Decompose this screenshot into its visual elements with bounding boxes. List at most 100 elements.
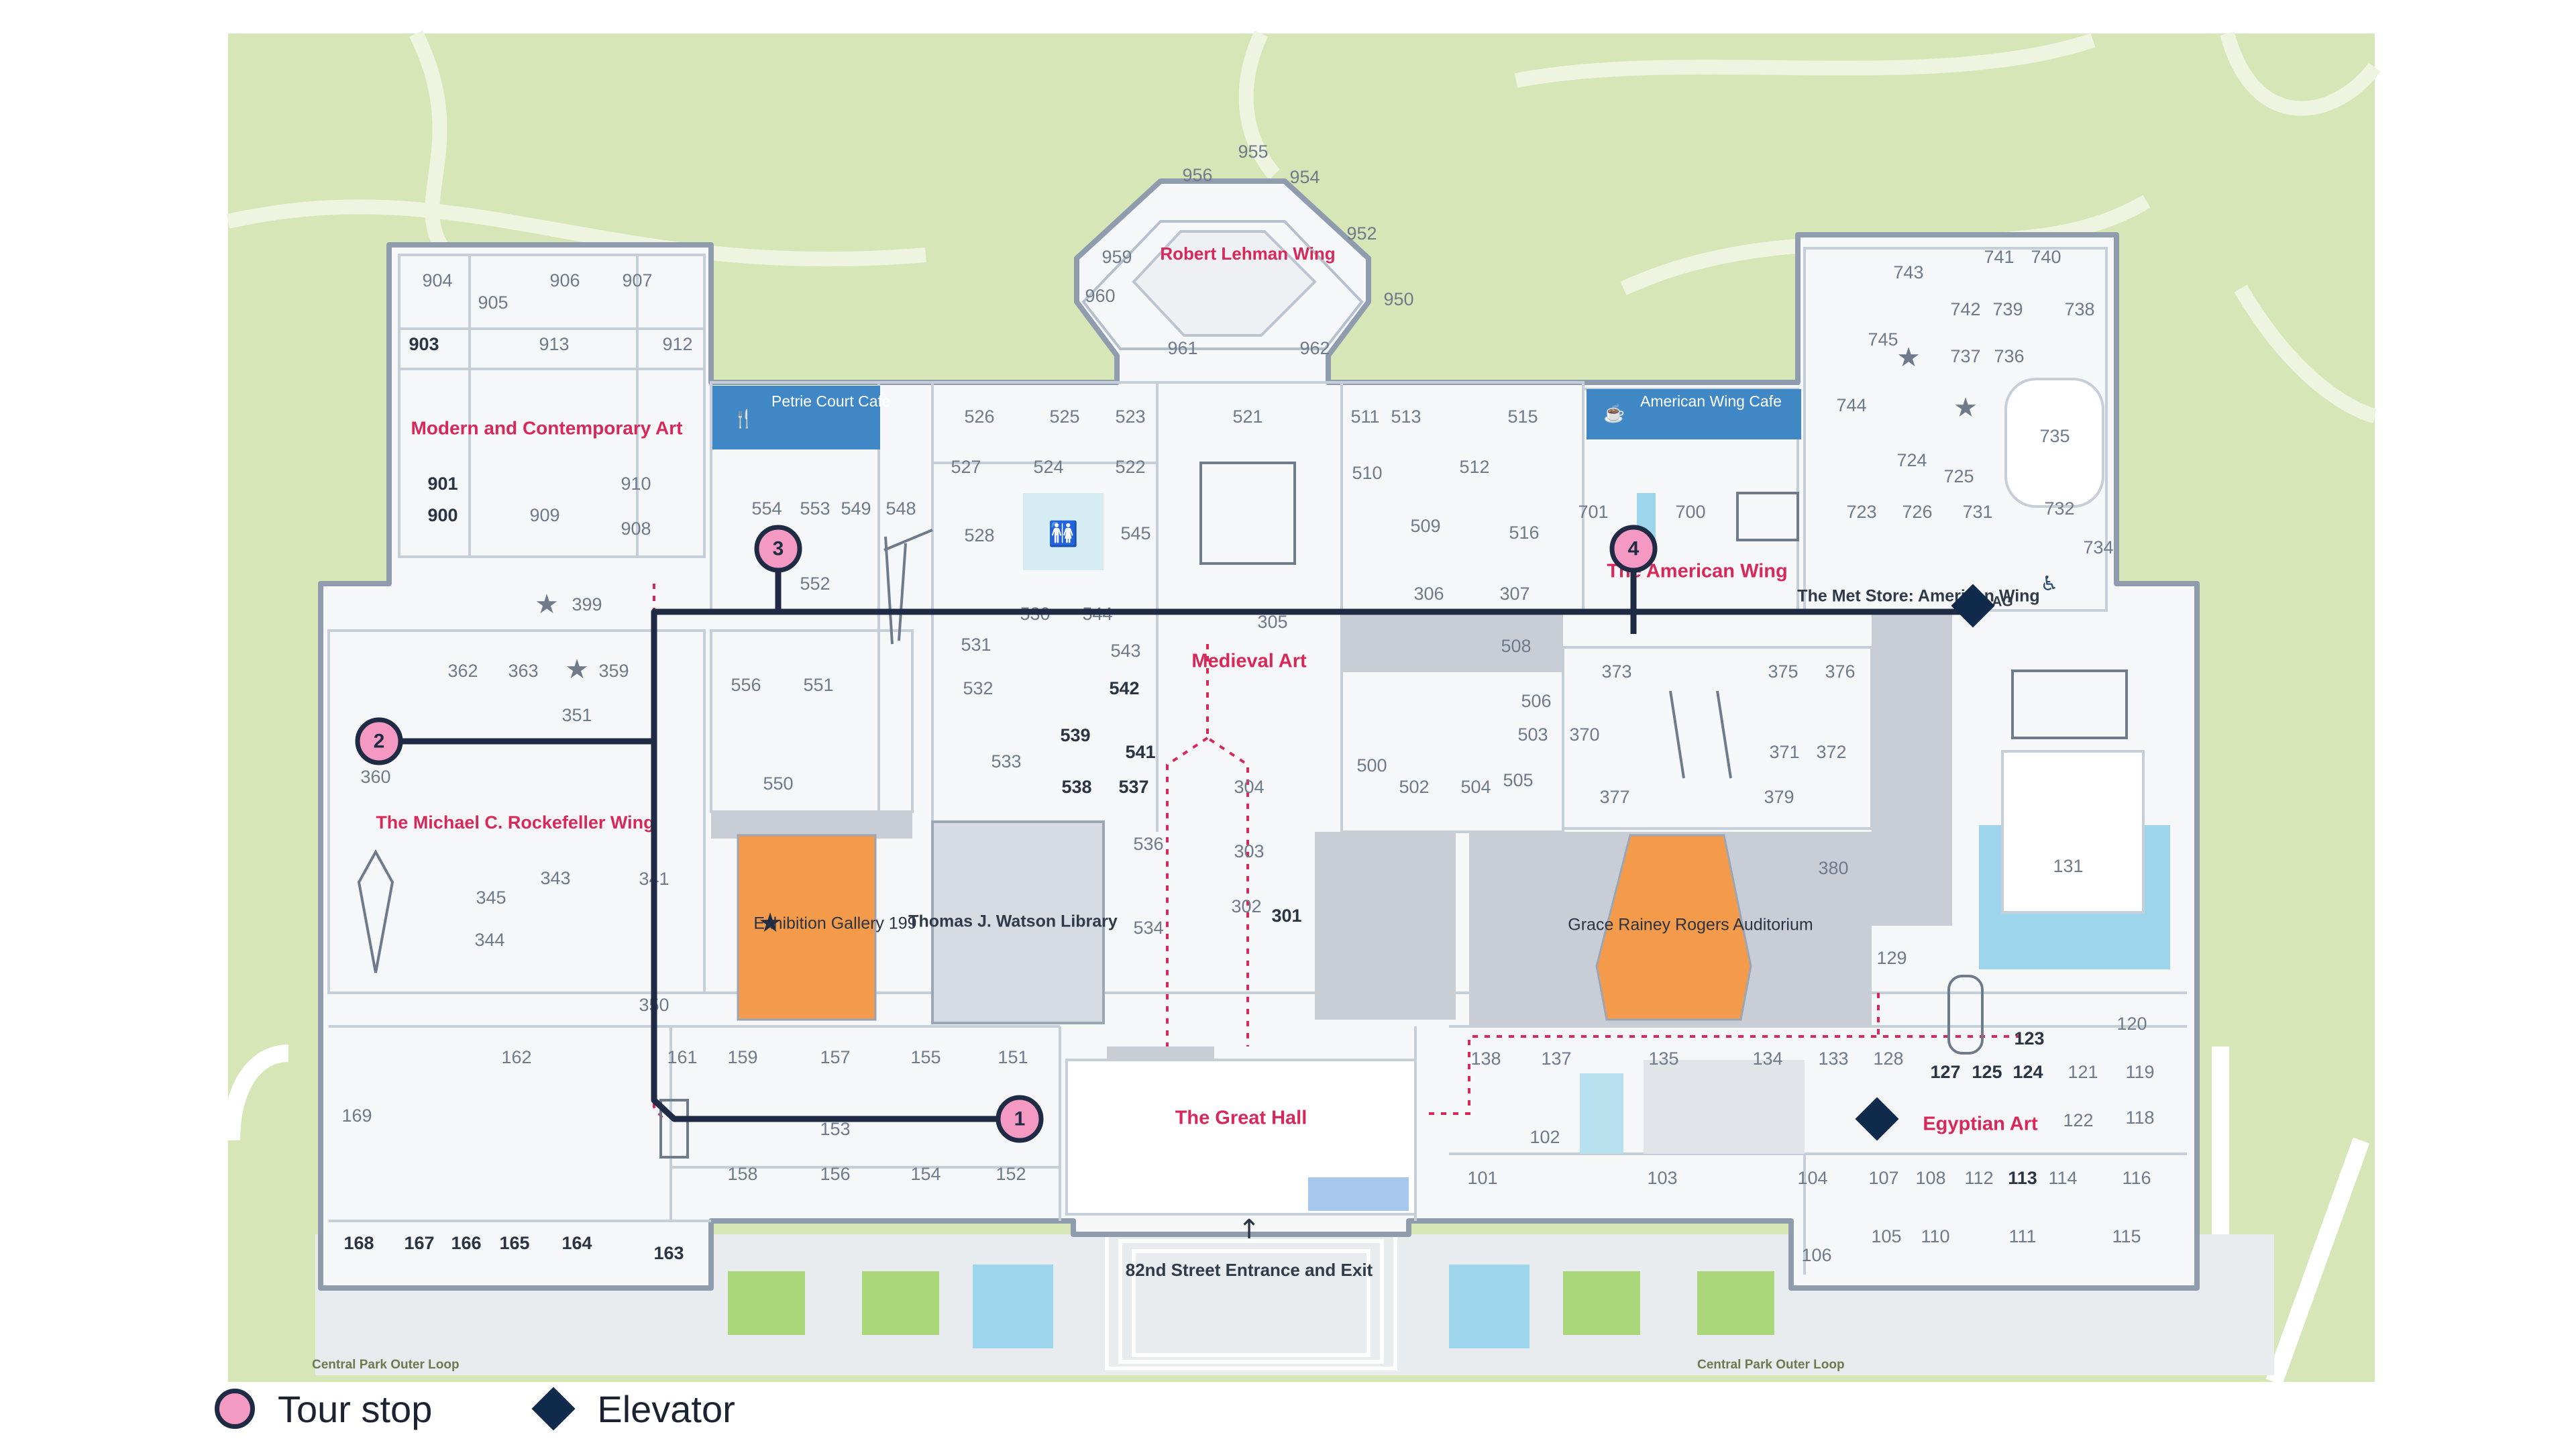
room-number-label: 737 [1950,346,1980,366]
room-number-label: 542 [1109,678,1139,698]
tour-stop-3[interactable]: 3 [754,525,802,573]
exhibition-gallery-shape [737,834,877,1021]
plaza-fountains [728,1265,1774,1348]
room-number-label: 377 [1599,787,1629,807]
great-hall-label: The Great Hall [1175,1108,1307,1129]
room-number-label: 956 [1182,165,1212,185]
svg-text:3: 3 [773,538,784,560]
room-number-label: 548 [885,498,916,519]
auditorium-label: Grace Rainey Rogers Auditorium [1568,916,1813,934]
room-number-label: 954 [1289,167,1320,187]
room-number-label: 123 [2014,1028,2044,1049]
room-labels: 955 956 954 952 959 960 950 961 962 904 … [341,142,2154,1265]
library-block [931,820,1105,1024]
room-number-label: 343 [540,868,570,888]
room-number-label: 910 [621,474,651,494]
room-number-label: 114 [2048,1168,2077,1188]
room-number-label: 552 [800,574,830,594]
room-number-label: 116 [2122,1168,2151,1188]
room-number-label: 510 [1352,463,1382,483]
tour-stop-icon [215,1389,255,1429]
room-number-label: 740 [2031,247,2061,267]
room-number-label: 138 [1470,1049,1501,1069]
room-number-label: 700 [1675,502,1705,522]
met-store-label: The Met Store: American Wing [1797,587,2039,606]
room-number-label: 726 [1902,502,1932,522]
elevator-american-wing [1951,584,1995,628]
room-number-label: 345 [476,888,506,908]
room-number-label: 112 [1964,1168,1993,1188]
svg-text:2: 2 [374,731,385,753]
room-number-label: 734 [2083,537,2113,557]
map-legend: Tour stop Elevator [215,1379,836,1439]
room-number-label: 553 [800,498,830,519]
cafe-icon-american: ☕ [1603,402,1625,423]
modern-wing [398,254,706,558]
room-number-label: 105 [1871,1226,1901,1246]
room-number-label: 744 [1836,395,1866,415]
restroom-icon: 🚻 [1049,520,1079,548]
svg-text:1: 1 [1014,1108,1026,1130]
room-number-label: 137 [1541,1049,1571,1069]
room-number-label: 526 [964,407,994,427]
room-number-label: 908 [621,519,651,539]
room-number-label: 905 [478,292,508,313]
room-number-label: 539 [1060,725,1090,745]
room-number-label: 165 [499,1233,529,1253]
room-number-label: 125 [1972,1062,2002,1082]
room-number-label: 508 [1501,636,1531,656]
road-label-right: Central Park Outer Loop [1697,1358,1845,1372]
room-number-label: 512 [1459,457,1489,477]
room-number-label: 104 [1797,1168,1827,1188]
room-number-label: 156 [820,1164,850,1184]
room-number-label: 344 [474,930,504,950]
room-number-label: 543 [1110,641,1140,661]
room-number-label: 120 [2116,1014,2147,1034]
room-number-label: 363 [508,661,538,681]
room-number-label: 167 [404,1233,434,1253]
room-number-label: 155 [910,1047,941,1067]
room-number-label: 153 [820,1119,850,1139]
room-number-label: 163 [653,1243,684,1263]
room-number-label: 960 [1085,286,1115,306]
room-number-label: 162 [501,1047,531,1067]
restroom-panel [1023,493,1104,570]
room-number-label: 111 [2008,1226,2036,1246]
tour-stop-1[interactable]: 1 [996,1095,1044,1143]
room-number-label: 903 [409,334,439,354]
entrance-arrow-icon: ↑ [1238,1214,1260,1245]
room-number-label: 124 [2012,1062,2043,1082]
room-number-label: 380 [1818,858,1848,878]
room-number-label: 531 [961,635,991,655]
room-number-label: 161 [667,1047,697,1067]
room-number-label: 131 [2053,856,2083,876]
room-number-label: 742 [1950,299,1980,319]
tour-stop-2[interactable]: 2 [355,717,403,765]
room-number-label: 735 [2039,426,2070,446]
room-number-label: 741 [1984,247,2014,267]
room-number-label: 961 [1167,338,1197,358]
room-number-label: 516 [1509,523,1539,543]
room-number-label: 399 [572,594,602,614]
wing-labels: Robert Lehman Wing Modern and Contempora… [376,244,2038,1135]
tour-stop-4[interactable]: 4 [1609,525,1658,573]
room-number-label: 736 [1994,346,2024,366]
park-path-right-diag [2265,1137,2370,1385]
room-number-label: 502 [1399,777,1429,797]
room-number-label: 950 [1383,289,1413,309]
room-number-label: 166 [451,1233,481,1253]
room-number-label: 370 [1569,724,1599,745]
room-number-label: 169 [341,1106,372,1126]
room-number-label: 913 [539,334,569,354]
room-number-label: 739 [1992,299,2023,319]
road-label-left: Central Park Outer Loop [312,1358,460,1372]
room-number-label: 129 [1876,948,1907,968]
american-cafe-block [1587,389,1801,439]
elevator-markers [1855,584,1995,1141]
exhibition-gallery-label: Exhibition Gallery 199 [753,914,916,933]
svg-text:4: 4 [1628,538,1640,560]
room-number-label: 550 [763,773,793,794]
room-number-label: 524 [1033,457,1063,477]
room-number-label: 500 [1356,755,1387,775]
